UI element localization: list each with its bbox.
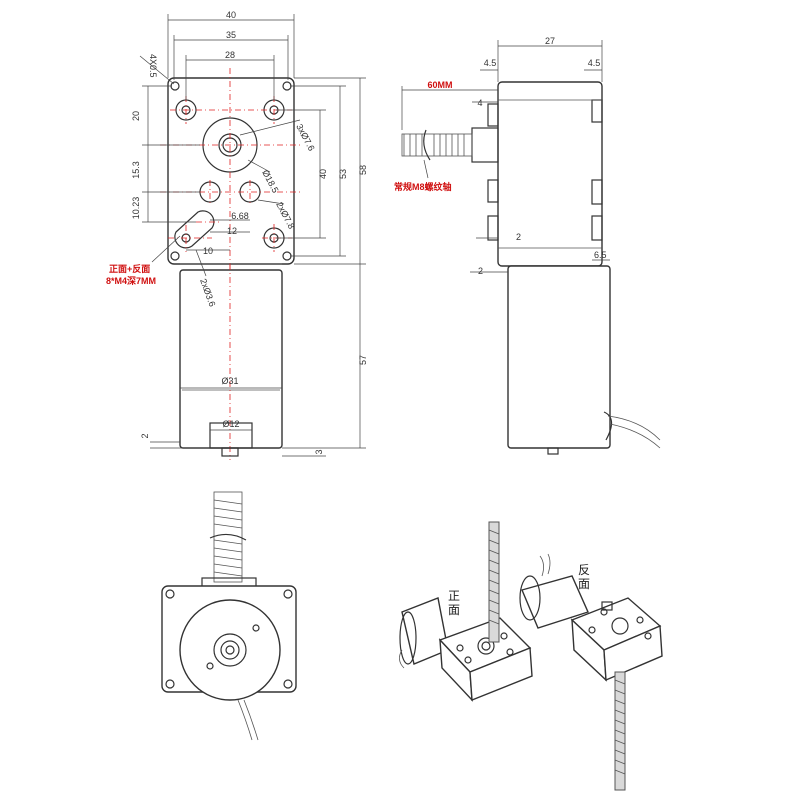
dim-20: 20 bbox=[131, 111, 141, 121]
dim-6-68: 6.68 bbox=[231, 211, 249, 221]
dim-40: 40 bbox=[226, 10, 236, 20]
dim-57: 57 bbox=[358, 355, 368, 365]
iso-back-label-1: 反 bbox=[578, 563, 590, 577]
dim-28: 28 bbox=[225, 50, 235, 60]
iso-front bbox=[399, 521, 533, 702]
dim-35: 35 bbox=[226, 30, 236, 40]
side-motor bbox=[507, 265, 611, 449]
dim-v2a: 2 bbox=[516, 232, 521, 242]
dim-58: 58 bbox=[358, 165, 368, 175]
dim-v2b: 2 bbox=[478, 266, 483, 276]
threaded-shaft bbox=[401, 129, 473, 161]
thread-note: 正面+反面 bbox=[109, 263, 150, 274]
shaft-length: 60MM bbox=[427, 80, 452, 90]
dim-h2: 2 bbox=[140, 433, 150, 438]
iso-back bbox=[519, 553, 663, 791]
dim-15-3: 15.3 bbox=[131, 161, 141, 179]
front-view: 40 35 28 4X0.5 20 15.3 10.23 10 12 6.68 bbox=[106, 10, 368, 460]
dim-10-23: 10.23 bbox=[131, 197, 141, 220]
bottom-view bbox=[161, 491, 297, 741]
dim-v6-5: 6.5 bbox=[594, 250, 607, 260]
dim-d12: Ø12 bbox=[222, 419, 239, 429]
dim-v4: 4 bbox=[477, 98, 482, 108]
dim-53: 53 bbox=[338, 169, 348, 179]
shaft-note: 常规M8螺纹轴 bbox=[394, 181, 452, 192]
dim-holes-a: 3xØ7.6 bbox=[294, 122, 316, 152]
dim-27: 27 bbox=[545, 36, 555, 46]
iso-front-label-1: 正 bbox=[448, 589, 460, 603]
dim-d31: Ø31 bbox=[221, 376, 238, 386]
dim-10: 10 bbox=[203, 246, 213, 256]
iso-back-label-2: 面 bbox=[578, 577, 590, 591]
dim-12: 12 bbox=[227, 226, 237, 236]
vertical-threaded-shaft bbox=[209, 491, 247, 583]
dim-h3: 3 bbox=[314, 449, 324, 454]
side-view: 27 4.5 4.5 60MM 4 2 2 6.5 常规M8螺纹轴 bbox=[394, 36, 661, 455]
side-gearbox bbox=[497, 81, 603, 267]
iso-front-label-2: 面 bbox=[448, 603, 460, 617]
dim-40-v: 40 bbox=[318, 169, 328, 179]
thread-spec: 8*M4深7MM bbox=[106, 275, 156, 286]
motor-end-face bbox=[179, 599, 281, 701]
dim-chamfer: 4X0.5 bbox=[148, 54, 158, 78]
dim-4-5-right: 4.5 bbox=[588, 58, 601, 68]
dim-4-5-left: 4.5 bbox=[484, 58, 497, 68]
